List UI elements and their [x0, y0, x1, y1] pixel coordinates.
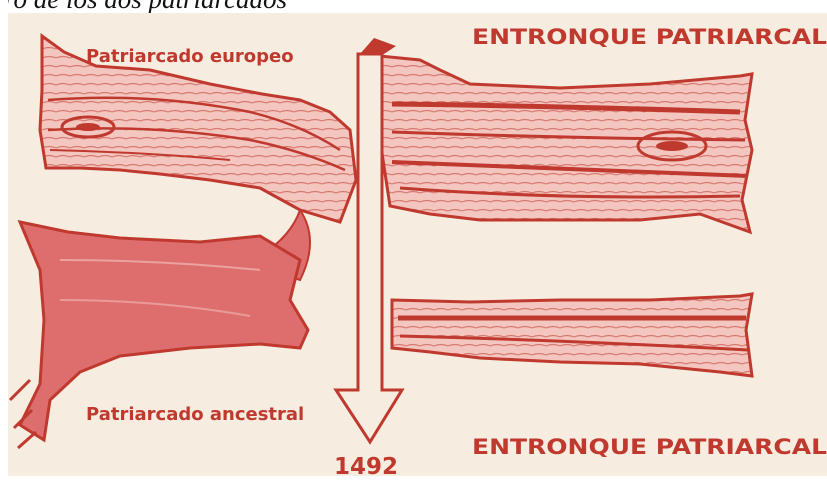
european-patriarchy-label: Patriarcado europeo	[86, 46, 294, 67]
year-label: 1492	[334, 454, 398, 480]
entronque-top-label: ENTRONQUE PATRIARCAL	[472, 25, 827, 49]
upper-entronque-trunk	[380, 56, 752, 232]
arrow-top-knot	[360, 38, 396, 54]
ancestral-patriarchy-label: Patriarcado ancestral	[86, 404, 304, 425]
lower-entronque-trunk	[392, 294, 752, 376]
entronque-bottom-label: ENTRONQUE PATRIARCAL	[472, 435, 827, 459]
